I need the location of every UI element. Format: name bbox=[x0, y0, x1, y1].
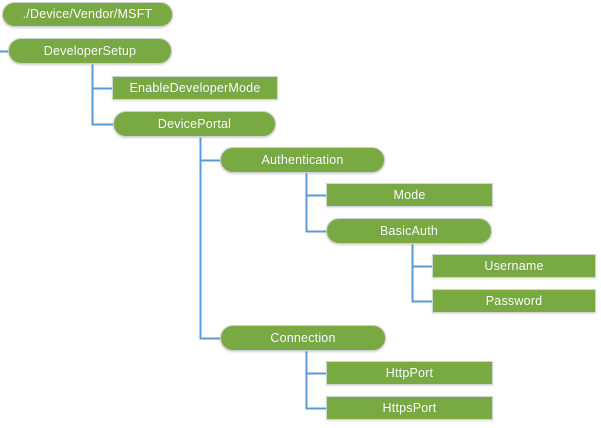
connector-connection-to-httpsport bbox=[305, 351, 327, 410]
connector-developersetup-to-deviceportal bbox=[91, 64, 114, 126]
connector-connection-to-httpport bbox=[305, 351, 327, 375]
tree-node-label: Username bbox=[484, 258, 544, 273]
connector-basicauth-to-password bbox=[411, 244, 433, 303]
tree-node-enabledevelopermode[interactable]: EnableDeveloperMode bbox=[112, 76, 278, 100]
tree-node-label: HttpPort bbox=[385, 365, 434, 380]
tree-node-label: ./Device/Vendor/MSFT bbox=[22, 7, 153, 22]
tree-node-label: BasicAuth bbox=[379, 223, 439, 238]
tree-node-label: Password bbox=[485, 293, 543, 308]
tree-node-authentication[interactable]: Authentication bbox=[220, 147, 385, 173]
tree-node-label: Mode bbox=[393, 187, 426, 202]
connector-developersetup-to-enabledevelopermode bbox=[91, 64, 113, 90]
tree-node-label: HttpsPort bbox=[382, 400, 437, 415]
tree-node-username[interactable]: Username bbox=[432, 254, 596, 278]
tree-node-password[interactable]: Password bbox=[432, 289, 596, 313]
tree-node-basicauth[interactable]: BasicAuth bbox=[326, 218, 492, 244]
connector-deviceportal-to-connection bbox=[199, 137, 221, 340]
connector-authentication-to-basicauth bbox=[305, 173, 327, 233]
connector-basicauth-to-username bbox=[411, 244, 433, 268]
connector-authentication-to-mode bbox=[305, 173, 327, 197]
tree-node-label: Authentication bbox=[261, 152, 344, 167]
tree-node-label: DevicePortal bbox=[157, 116, 232, 131]
tree-node-root[interactable]: ./Device/Vendor/MSFT bbox=[2, 2, 173, 27]
tree-node-deviceportal[interactable]: DevicePortal bbox=[113, 111, 276, 137]
tree-node-label: EnableDeveloperMode bbox=[129, 80, 261, 95]
tree-node-developersetup[interactable]: DeveloperSetup bbox=[8, 38, 172, 64]
tree-node-httpsport[interactable]: HttpsPort bbox=[326, 396, 493, 420]
tree-node-connection[interactable]: Connection bbox=[220, 325, 386, 351]
tree-node-label: Connection bbox=[270, 330, 336, 345]
tree-node-label: DeveloperSetup bbox=[43, 43, 137, 58]
tree-node-mode[interactable]: Mode bbox=[326, 183, 493, 207]
connector-deviceportal-to-authentication bbox=[199, 137, 221, 162]
tree-node-httpport[interactable]: HttpPort bbox=[326, 361, 493, 385]
